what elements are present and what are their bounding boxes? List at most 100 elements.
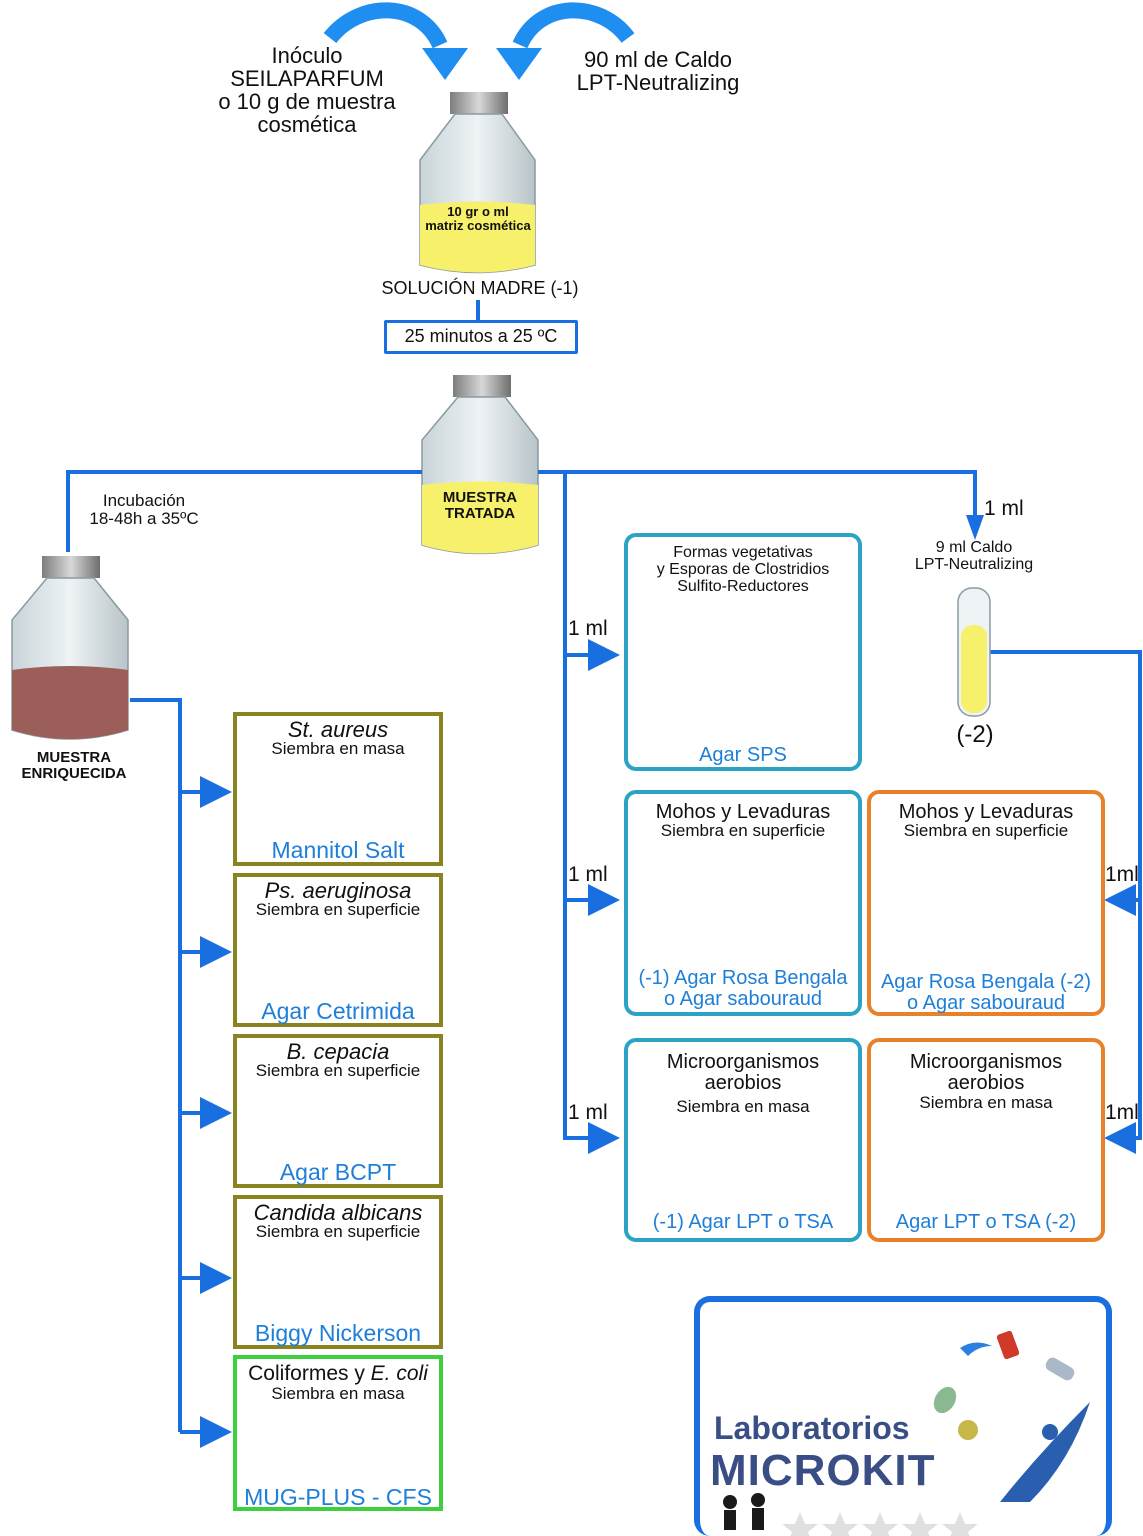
aerobios-title: Microorganismos aerobios — [871, 1052, 1101, 1094]
aerobios-medium: (-1) Agar LPT o TSA — [652, 1211, 834, 1233]
sps-medium: Agar SPS — [699, 744, 787, 766]
mohos-medium: Agar Rosa Bengala (-2) o Agar sabouraud — [871, 972, 1101, 1014]
mohos-title: Mohos y Levaduras — [655, 801, 831, 823]
incubation-line-1: Incubación — [102, 491, 186, 510]
jar-label-line-2: matriz cosmética — [425, 217, 531, 233]
swoosh-icon — [1000, 1402, 1090, 1502]
aerobios-method: Siembra en masa — [919, 1093, 1053, 1112]
treated-sample-jar — [421, 375, 539, 555]
organism-label: Ps. aeruginosa — [264, 878, 412, 903]
stock-solution-jar — [419, 92, 536, 274]
aerobios-title-line-2: aerobios — [947, 1072, 1025, 1094]
enriched-line-2: ENRIQUECIDA — [21, 764, 127, 782]
inoculo-line-3: o 10 g de muestra — [218, 89, 396, 115]
mohos-method: Siembra en superficie — [903, 821, 1069, 840]
method-label: Siembra en masa — [271, 739, 405, 758]
incubation-line-2: 18-48h a 35ºC — [89, 508, 199, 528]
one-ml-label-tube: 1 ml — [984, 497, 1024, 520]
one-ml-label-mohos: 1 ml — [568, 863, 608, 886]
inoculo-line-1: Inóculo — [271, 43, 343, 68]
main-flow-lines — [66, 470, 1142, 1448]
bird-icon — [960, 1342, 992, 1356]
enriched-sample-label: MUESTRA ENRIQUECIDA — [6, 750, 142, 782]
box-sps: Formas vegetativas y Esporas de Clostrid… — [624, 533, 862, 771]
people-icon — [723, 1493, 765, 1530]
organism-label: Coliformes y E. coli — [237, 1362, 439, 1385]
tube-line-1: 9 ml Caldo — [935, 539, 1013, 556]
phone-icon — [996, 1330, 1020, 1360]
one-ml-label-sps: 1 ml — [568, 617, 608, 640]
enriched-sample-jar — [11, 556, 129, 740]
method-label: Siembra en superficie — [255, 1061, 421, 1080]
organism-label: St. aureus — [287, 717, 389, 742]
method-label: Siembra en superficie — [255, 1222, 421, 1241]
figure-head-icon — [1042, 1424, 1058, 1440]
medium-label: Agar BCPT — [279, 1159, 397, 1185]
medium-label: Agar Cetrimida — [261, 998, 415, 1024]
logo-line-2: MICROKIT — [710, 1446, 936, 1495]
box-ps-aeruginosa: Ps. aeruginosa Siembra en superficie Aga… — [233, 873, 443, 1027]
mohos-medium-line-2: o Agar sabouraud — [664, 988, 822, 1010]
mohos-medium: (-1) Agar Rosa Bengala o Agar sabouraud — [628, 968, 858, 1010]
method-label: Siembra en superficie — [255, 900, 421, 919]
caldo-label: 90 ml de Caldo LPT-Neutralizing — [560, 48, 756, 94]
sps-title: Formas vegetativas y Esporas de Clostrid… — [628, 544, 858, 595]
jar-matrix-label: 10 gr o ml matriz cosmética — [418, 205, 538, 232]
mohos-title: Mohos y Levaduras — [898, 801, 1074, 823]
time-temperature-box: 25 minutos a 25 ºC — [384, 320, 578, 354]
inoculo-label: Inóculo SEILAPARFUM o 10 g de muestra co… — [196, 44, 418, 136]
sps-line-3: Sulfito-Reductores — [677, 577, 809, 595]
logo-graphic — [723, 1330, 1090, 1536]
method-label: Siembra en masa — [271, 1384, 405, 1403]
organism-label: B. cepacia — [286, 1039, 390, 1064]
bottle-icon — [933, 1386, 957, 1414]
box-b-cepacia: B. cepacia Siembra en superficie Agar BC… — [233, 1034, 443, 1188]
logo-line-1: Laboratorios — [714, 1410, 910, 1446]
organism-italic: E. coli — [370, 1362, 428, 1385]
medium-label: Biggy Nickerson — [254, 1320, 422, 1346]
box-candida-albicans: Candida albicans Siembra en superficie B… — [233, 1195, 443, 1349]
box-coliformes: Coliformes y E. coli Siembra en masa MUG… — [233, 1355, 443, 1511]
treated-line-1: MUESTRA — [442, 489, 518, 506]
tube-down-arrow — [966, 515, 984, 540]
one-ml-label-right-aerobios: 1ml — [1105, 1101, 1139, 1124]
box-aerobios-left: Microorganismos aerobios Siembra en masa… — [624, 1038, 862, 1242]
organism-label: Candida albicans — [253, 1200, 423, 1225]
inoculo-line-4: cosmética — [257, 112, 357, 138]
aerobios-title-line-1: Microorganismos — [909, 1051, 1063, 1073]
aerobios-title: Microorganismos aerobios — [628, 1052, 858, 1094]
sps-line-2: y Esporas de Clostridios — [656, 560, 830, 578]
mohos-medium-line-1: (-1) Agar Rosa Bengala — [638, 967, 848, 989]
top-inflow-arrows — [323, 2, 635, 80]
aerobios-medium: Agar LPT o TSA (-2) — [895, 1211, 1077, 1233]
caldo-line-1: 90 ml de Caldo — [584, 47, 732, 72]
medium-label: MUG-PLUS - CFS — [244, 1484, 432, 1510]
mohos-medium-line-1: Agar Rosa Bengala (-2) — [880, 971, 1092, 993]
tube-line-2: LPT-Neutralizing — [914, 555, 1034, 573]
inoculo-line-2: SEILAPARFUM — [230, 66, 384, 92]
organism-prefix: Coliformes y — [248, 1362, 371, 1385]
tube-label: 9 ml Caldo LPT-Neutralizing — [900, 539, 1048, 574]
dilution-tube — [957, 587, 991, 717]
box-aerobios-right: Microorganismos aerobios Siembra en masa… — [867, 1038, 1105, 1242]
box-mohos-left: Mohos y Levaduras Siembra en superficie … — [624, 790, 862, 1016]
lamp-icon — [1045, 1357, 1075, 1381]
stars-icon — [782, 1512, 978, 1536]
logo-box: Laboratorios MICROKIT — [694, 1296, 1112, 1536]
incubation-label: Incubación 18-48h a 35ºC — [74, 492, 214, 528]
box-st-aureus: St. aureus Siembra en masa Mannitol Salt — [233, 712, 443, 866]
mohos-method: Siembra en superficie — [660, 821, 826, 840]
box-mohos-right: Mohos y Levaduras Siembra en superficie … — [867, 790, 1105, 1016]
caldo-line-2: LPT-Neutralizing — [576, 70, 740, 96]
jar-label-line-1: 10 gr o ml — [447, 204, 509, 219]
one-ml-label-aerobios: 1 ml — [568, 1101, 608, 1124]
solucion-madre-label: SOLUCIÓN MADRE (-1) — [381, 278, 579, 298]
sps-line-1: Formas vegetativas — [673, 544, 813, 561]
aerobios-title-line-2: aerobios — [704, 1072, 782, 1094]
aerobios-method: Siembra en masa — [676, 1097, 810, 1116]
enriched-line-1: MUESTRA — [36, 749, 112, 766]
ball-icon — [958, 1420, 978, 1440]
treated-line-2: TRATADA — [444, 504, 516, 522]
treated-sample-label: MUESTRA TRATADA — [424, 490, 536, 522]
